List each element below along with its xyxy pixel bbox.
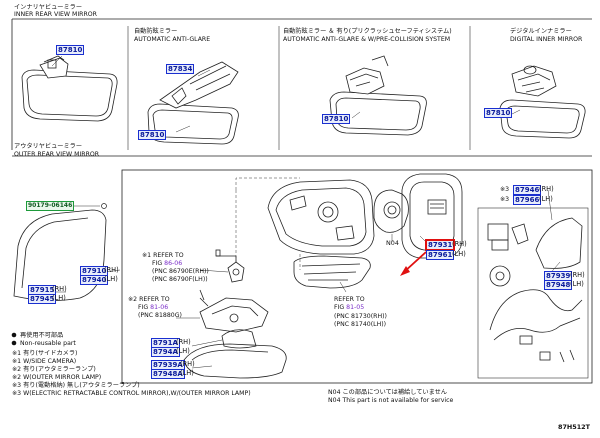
- legend-nonreuse-en: Non-reusable part: [20, 340, 76, 347]
- col3-title-en: DIGITAL INNER MIRROR: [510, 36, 583, 43]
- ref3-fig-link[interactable]: 81-05: [346, 304, 365, 311]
- col2-title-jp: 自動防眩ミラー ＆ 有り(プリクラッシュセーフティシステム): [283, 28, 452, 35]
- legend-n2-jp: ※2 有り(アウタミラーランプ): [12, 366, 96, 373]
- col1-title-en: AUTOMATIC ANTI-GLARE: [134, 36, 211, 43]
- lh-label-87948A: (LH): [180, 369, 194, 377]
- ref2-fig-link[interactable]: 81-06: [150, 304, 169, 311]
- legend-n3-jp: ※3 有り(電動格納) 無し(アウタミラーランプ): [12, 382, 140, 389]
- part-87948A[interactable]: 87948A: [151, 369, 185, 379]
- legend-n04-jp: N04 この部品については補給していません: [328, 389, 447, 396]
- part-87945[interactable]: 87945: [28, 294, 57, 304]
- n04-label: N04: [386, 239, 399, 247]
- part-87966[interactable]: 87966: [513, 195, 542, 205]
- mirror-cover-drawing: [13, 209, 107, 301]
- part-90179-06146[interactable]: 90179-06146: [26, 201, 75, 211]
- ref2-line1: ※2 REFER TO: [128, 296, 170, 303]
- legend-n2-en: ※2 W(OUTER MIRROR LAMP): [12, 374, 102, 381]
- part-87810-inner-2[interactable]: 87810: [138, 130, 167, 140]
- ref1-line1: ※1 REFER TO: [142, 252, 184, 259]
- rh-label-87946: (RH): [539, 185, 554, 193]
- lh-label-87945: (LH): [52, 294, 66, 302]
- side-camera-drawing: [215, 249, 245, 283]
- outer-title-en: OUTER REAR VIEW MIRROR: [14, 151, 100, 158]
- turn-lamp-drawing: [293, 255, 371, 289]
- col3-title-jp: デジタルインナミラー: [510, 28, 572, 35]
- inner-title-jp: インナリヤビューミラー: [14, 4, 83, 11]
- part-87940[interactable]: 87940: [80, 275, 109, 285]
- part-87946[interactable]: 87946: [513, 185, 542, 195]
- rh-label-87939: (RH): [570, 271, 585, 279]
- mirror-glass-drawing: [401, 173, 463, 259]
- part-87810-inner-1[interactable]: 87810: [56, 45, 85, 55]
- mark3-87966: ※3: [500, 196, 510, 203]
- inner-mirror-3-drawing: [329, 55, 427, 136]
- ref1-line2: FIG 86-06: [152, 260, 182, 267]
- ref3-line4: (PNC 81740(LH)): [334, 321, 387, 328]
- ref1-fig-label: FIG: [152, 260, 163, 267]
- col2-title-en: AUTOMATIC ANTI-GLARE & W/PRE-COLLISION S…: [283, 36, 451, 43]
- mark3-87946: ※3: [500, 186, 510, 193]
- red-arrow: [400, 251, 427, 276]
- legend-n1-jp: ※1 有り(サイドカメラ): [12, 350, 78, 357]
- nonreuse-dot-icon: [11, 332, 17, 338]
- diagram-code: 87H512T: [558, 423, 590, 431]
- legend-n04-en: N04 This part is not available for servi…: [328, 397, 454, 404]
- rh-label-8791A: (RH): [176, 338, 191, 346]
- part-87961[interactable]: 87961: [426, 250, 455, 260]
- outer-mirror-body-drawing: [267, 179, 375, 255]
- rh-label-87915: (RH): [52, 285, 67, 293]
- outer-title-jp: アウタリヤビューミラー: [14, 143, 83, 150]
- part-87810-inner-3[interactable]: 87810: [322, 114, 351, 124]
- legend-nonreuse-jp: 再使用不可部品: [20, 332, 64, 339]
- ref3-line1: REFER TO: [334, 296, 365, 303]
- ref2-line3: (PNC 81880G): [138, 312, 182, 319]
- ref1-fig-link[interactable]: 86-06: [164, 260, 183, 267]
- ref2-line2: FIG 81-06: [138, 304, 168, 311]
- ref3-line3: (PNC 81730(RH)): [334, 313, 387, 320]
- lh-label-87966: (LH): [539, 195, 553, 203]
- lh-label-87948: (LH): [570, 280, 584, 288]
- lh-label-87961: (LH): [452, 250, 466, 258]
- rh-label-87931: (RH): [452, 240, 467, 248]
- ref3-line2: FIG 81-05: [334, 304, 364, 311]
- part-87810-inner-4[interactable]: 87810: [484, 108, 513, 118]
- lh-label-87940: (LH): [104, 275, 118, 283]
- part-87948[interactable]: 87948: [544, 280, 573, 290]
- col1-title-jp: 自動防眩ミラー: [134, 28, 178, 35]
- legend-n1-en: ※1 W/SIDE CAMERA): [12, 358, 77, 365]
- rh-label-87910: (RH): [104, 266, 119, 274]
- lh-label-8794A: (LH): [176, 347, 190, 355]
- nonreuse-dot-icon-2: [11, 340, 17, 346]
- actuator-drawing: [373, 189, 409, 233]
- ref2-fig-label: FIG: [138, 304, 149, 311]
- inner-mirror-4-drawing: [499, 65, 586, 139]
- ref1-line4: (PNC 86790F(LH)): [152, 276, 208, 283]
- part-8794A[interactable]: 8794A: [151, 347, 180, 357]
- ref3-fig-label: FIG: [334, 304, 345, 311]
- inner-title-en: INNER REAR VIEW MIRROR: [14, 11, 97, 18]
- part-87834[interactable]: 87834: [166, 64, 195, 74]
- legend-n3-en: ※3 W(ELECTRIC RETRACTABLE CONTROL MIRROR…: [12, 390, 251, 397]
- mirror-base-drawing: [183, 289, 287, 379]
- inner-mirror-1-drawing: [21, 55, 118, 122]
- ref1-line3: (PNC 86790E(RH)): [152, 268, 209, 275]
- rh-label-87939A: (RH): [180, 360, 195, 368]
- harness-drawing: [487, 217, 583, 363]
